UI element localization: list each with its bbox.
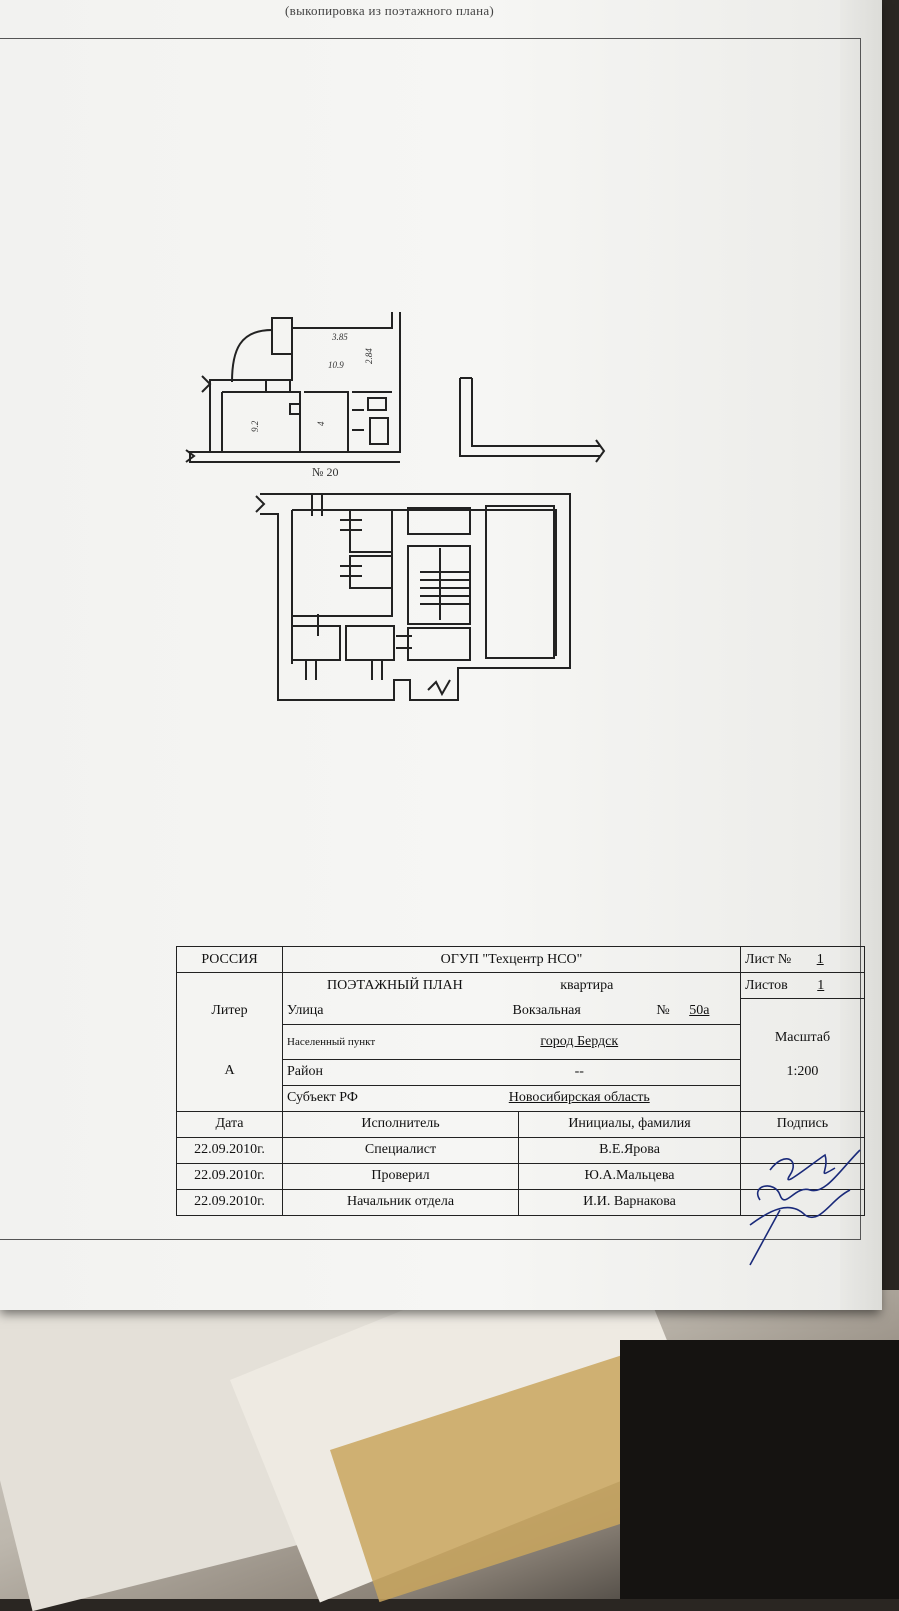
object-type: квартира (560, 977, 614, 993)
room-area: 9.2 (250, 420, 260, 432)
room (407, 507, 471, 535)
handwritten-signatures (749, 1149, 861, 1266)
landing (407, 627, 471, 661)
scale-value: 1:200 (786, 1063, 819, 1079)
subject-label: Субъект РФ (282, 1085, 419, 1112)
district-label: Район (282, 1059, 419, 1086)
title-block: РОССИЯ ОГУП "Техцентр НСО" Лист № 1 Лите… (176, 946, 865, 1216)
table-row: 22.09.2010г. Проверил Ю.А.Мальцева (176, 1162, 865, 1190)
building-outline (260, 493, 571, 701)
document-title: ПОЭТАЖНЫЙ ПЛАН (327, 977, 463, 993)
locality-label: Населенный пункт (282, 1024, 419, 1060)
sheets-cell: Листов 1 (740, 972, 865, 999)
drawing-frame (0, 38, 861, 1240)
corner-wall (459, 377, 600, 457)
sheet-label: Лист № (745, 951, 792, 967)
row-name: И.И. Варнакова (518, 1188, 741, 1216)
organization-cell: ОГУП "Техцентр НСО" (282, 946, 741, 973)
break-mark (427, 679, 451, 697)
row-date: 22.09.2010г. (176, 1162, 283, 1190)
subject-value: Новосибирская область (508, 1090, 650, 1105)
signature (749, 1189, 851, 1266)
signature (769, 1153, 836, 1181)
house-number: 50а (689, 1003, 710, 1018)
sink (367, 397, 387, 411)
bathroom-door (352, 409, 364, 431)
scale-label: Масштаб (774, 1029, 831, 1045)
street-value: Вокзальная (512, 1003, 581, 1018)
row-role: Начальник отдела (282, 1188, 519, 1216)
sheet-number: 1 (816, 951, 824, 967)
stairwell (407, 545, 471, 625)
column-header-executor: Исполнитель (282, 1110, 519, 1138)
liter-value: А (224, 1063, 235, 1078)
table-row: 22.09.2010г. Начальник отдела И.И. Варна… (176, 1188, 865, 1216)
locality-value: город Бердск (540, 1033, 619, 1049)
room-area: 10.9 (328, 360, 344, 370)
sheets-label: Листов (745, 977, 788, 993)
number-label: № (656, 1003, 670, 1018)
sheets-count: 1 (817, 977, 825, 993)
row-name: В.Е.Ярова (518, 1136, 741, 1164)
liter-cell: Литер А (176, 972, 283, 1112)
room-dimension: 2.84 (364, 348, 374, 364)
row-role: Специалист (282, 1136, 519, 1164)
break-mark (201, 375, 212, 393)
stove (289, 403, 301, 415)
document-sheet: (выкопировка из поэтажного плана) (0, 0, 882, 1310)
locality-value-cell: город Бердск (418, 1024, 741, 1060)
floor-plan: 3.85 10.9 2.84 9.2 4 № 20 (185, 312, 606, 701)
balcony-door (271, 317, 293, 355)
row-date: 22.09.2010г. (176, 1188, 283, 1216)
break-mark (255, 495, 266, 513)
room-walls (221, 391, 392, 452)
apartment-number: № 20 (312, 465, 338, 479)
break-mark (185, 449, 196, 463)
street-value-cell: Вокзальная № 50а (418, 998, 741, 1025)
room-dimension: 3.85 (331, 332, 348, 342)
row-date: 22.09.2010г. (176, 1136, 283, 1164)
row-name: Ю.А.Мальцева (518, 1162, 741, 1190)
title-cell: ПОЭТАЖНЫЙ ПЛАН квартира (282, 972, 741, 999)
break-mark (595, 439, 606, 463)
district-value: -- (418, 1059, 741, 1086)
bathtub (369, 417, 389, 445)
room (291, 625, 341, 661)
scale-cell: Масштаб 1:200 (740, 998, 865, 1112)
row-role: Проверил (282, 1162, 519, 1190)
country-cell: РОССИЯ (176, 946, 283, 973)
column-header-name: Инициалы, фамилия (518, 1110, 741, 1138)
door-marks (305, 494, 412, 680)
door-swing (231, 329, 273, 383)
sheet-cell: Лист № 1 (740, 946, 865, 973)
door-jamb (265, 380, 291, 392)
column-header-date: Дата (176, 1110, 283, 1138)
room-area: 4 (316, 421, 326, 426)
stair-steps (420, 548, 470, 620)
liter-label: Литер (211, 1003, 248, 1018)
large-room (485, 505, 555, 659)
room (345, 625, 395, 661)
document-caption: (выкопировка из поэтажного плана) (285, 3, 495, 18)
signature (756, 1149, 861, 1201)
street-label: Улица (282, 998, 419, 1025)
subject-value-cell: Новосибирская область (418, 1085, 741, 1112)
dark-background (620, 1340, 899, 1599)
room (349, 555, 393, 589)
